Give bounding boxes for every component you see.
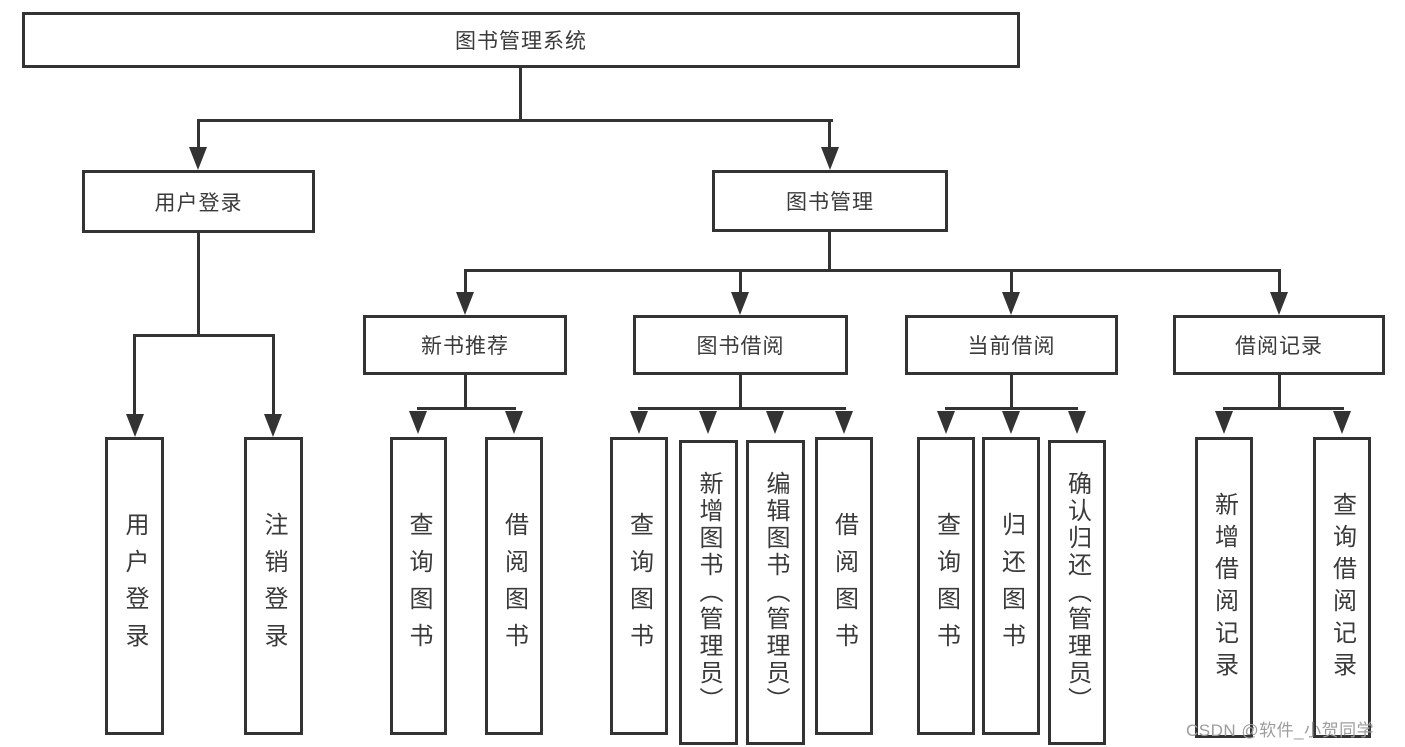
arrow-down-icon — [1002, 411, 1020, 434]
node-new-book-rec-label: 新书推荐 — [421, 335, 509, 358]
connector-stub — [464, 375, 467, 410]
connector-bookmgmt-drop — [828, 122, 831, 150]
arrow-down-icon — [766, 411, 784, 434]
leaf-bb-add-books-admin: 新增图书（管理员） — [679, 440, 738, 745]
leaf-cb-return-books-label: 归还图书 — [997, 512, 1025, 660]
leaf-bb-edit-books-admin-label: 编辑图书（管理员） — [762, 471, 789, 714]
arrow-down-icon — [937, 411, 955, 434]
leaf-logout: 注销登录 — [244, 437, 303, 735]
node-root: 图书管理系统 — [22, 12, 1020, 68]
connector-stub — [1278, 375, 1281, 410]
node-book-mgmt: 图书管理 — [712, 170, 948, 232]
connector-hline — [638, 407, 846, 410]
leaf-bb-query-books-label: 查询图书 — [625, 512, 653, 660]
leaf-br-add-record: 新增借阅记录 — [1195, 437, 1253, 738]
leaf-rec-borrow-books-label: 借阅图书 — [500, 512, 528, 660]
csdn-watermark: CSDN @软件_小贺同学 — [1186, 721, 1375, 740]
arrow-down-icon — [835, 411, 853, 434]
leaf-bb-add-books-admin-label: 新增图书（管理员） — [695, 471, 722, 714]
node-book-borrow: 图书借阅 — [633, 315, 848, 375]
connector-stub — [1010, 375, 1013, 410]
connector-drop — [272, 337, 275, 416]
connector-l3-hline — [464, 269, 1281, 272]
leaf-logout-label: 注销登录 — [260, 512, 287, 660]
arrow-down-icon — [1068, 411, 1086, 434]
node-new-book-rec: 新书推荐 — [363, 315, 567, 375]
leaf-rec-query-books: 查询图书 — [390, 437, 447, 735]
node-user-login: 用户登录 — [82, 170, 315, 233]
node-user-login-label: 用户登录 — [154, 191, 243, 215]
connector-root-stub — [519, 68, 522, 122]
arrow-down-icon — [821, 147, 839, 170]
connector-userlogin-drop — [197, 122, 200, 150]
arrow-down-icon — [1270, 292, 1288, 315]
connector-hline — [417, 407, 516, 410]
connector-l2-hline — [197, 119, 833, 122]
leaf-bb-borrow-books: 借阅图书 — [815, 437, 873, 735]
connector-stub — [739, 375, 742, 410]
arrow-down-icon — [731, 292, 749, 315]
node-book-mgmt-label: 图书管理 — [786, 191, 874, 214]
connector-hline — [945, 407, 1078, 410]
leaf-user-login-label: 用户登录 — [121, 512, 148, 660]
connector-drop — [1278, 272, 1281, 294]
arrow-down-icon — [264, 414, 282, 437]
node-current-borrow-label: 当前借阅 — [967, 335, 1056, 358]
leaf-bb-query-books: 查询图书 — [610, 437, 668, 735]
arrow-down-icon — [1002, 292, 1020, 315]
arrow-down-icon — [630, 411, 648, 434]
arrow-down-icon — [699, 411, 717, 434]
leaf-cb-query-books-label: 查询图书 — [932, 512, 960, 660]
node-current-borrow: 当前借阅 — [905, 315, 1118, 375]
connector-userlogin-stub — [197, 233, 200, 337]
connector-drop — [1010, 272, 1013, 294]
connector-drop — [739, 272, 742, 294]
arrow-down-icon — [1333, 411, 1351, 434]
leaf-br-query-record: 查询借阅记录 — [1313, 437, 1371, 738]
leaf-cb-return-books: 归还图书 — [982, 437, 1040, 735]
arrow-down-icon — [189, 147, 207, 170]
leaf-bb-edit-books-admin: 编辑图书（管理员） — [746, 440, 805, 745]
connector-hline — [1223, 407, 1344, 410]
arrow-down-icon — [456, 292, 474, 315]
leaf-bb-borrow-books-label: 借阅图书 — [830, 512, 858, 660]
node-book-borrow-label: 图书借阅 — [696, 335, 785, 358]
node-borrow-records: 借阅记录 — [1173, 315, 1385, 375]
arrow-down-icon — [126, 414, 144, 437]
connector-bookmgmt-stub — [828, 232, 831, 272]
node-root-label: 图书管理系统 — [455, 30, 587, 53]
connector-drop — [133, 337, 136, 416]
arrow-down-icon — [1215, 411, 1233, 434]
connector-userlogin-hline — [133, 334, 275, 337]
leaf-user-login: 用户登录 — [105, 437, 164, 735]
arrow-down-icon — [409, 411, 427, 434]
leaf-cb-confirm-return-admin-label: 确认归还（管理员） — [1063, 471, 1091, 714]
connector-drop — [464, 272, 467, 294]
leaf-cb-confirm-return-admin: 确认归还（管理员） — [1048, 440, 1106, 745]
leaf-br-add-record-label: 新增借阅记录 — [1210, 491, 1238, 684]
arrow-down-icon — [505, 411, 523, 434]
leaf-br-query-record-label: 查询借阅记录 — [1328, 491, 1356, 684]
leaf-cb-query-books: 查询图书 — [917, 437, 975, 735]
leaf-rec-borrow-books: 借阅图书 — [485, 437, 543, 735]
node-borrow-records-label: 借阅记录 — [1235, 335, 1323, 358]
leaf-rec-query-books-label: 查询图书 — [405, 512, 432, 660]
